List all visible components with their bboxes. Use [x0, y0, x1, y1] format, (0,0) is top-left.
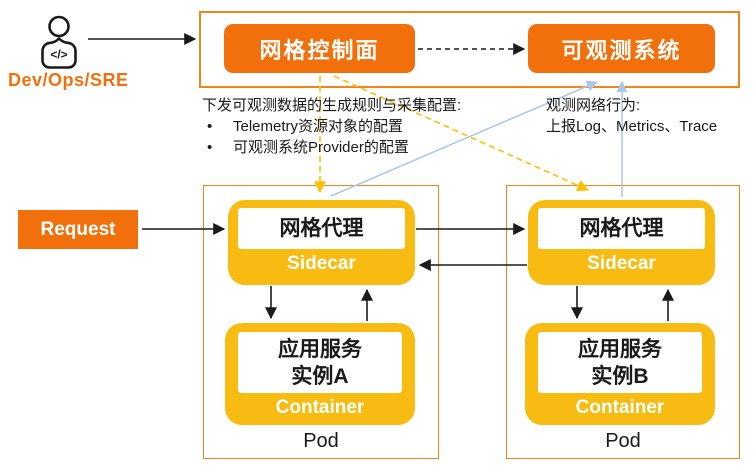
pod-a-sidecar-group: 网格代理 Sidecar	[228, 200, 415, 285]
pod-a-sidecar-label: Sidecar	[287, 253, 356, 274]
config-annotation-item-text: Telemetry资源对象的配置	[233, 118, 404, 135]
pod-a-app-name-line1: 应用服务	[278, 337, 362, 361]
bullet-icon: •	[207, 118, 213, 135]
config-annotation-item: • Telemetry资源对象的配置	[202, 116, 537, 137]
pod-b-sidecar-label: Sidecar	[587, 253, 656, 274]
svg-text:</>: </>	[50, 48, 67, 62]
pod-a-app-name-line2: 实例A	[291, 364, 349, 388]
pod-a-mesh-proxy-node: 网格代理	[238, 208, 405, 249]
observe-annotation: 观测网络行为: 上报Log、Metrics、Trace	[546, 95, 754, 137]
actor-label: Dev/Ops/SRE	[8, 70, 129, 90]
request-node: Request	[18, 210, 138, 249]
pod-b-app-name-line1: 应用服务	[578, 337, 662, 361]
developer-person-icon: </>	[38, 13, 80, 74]
config-annotation-item-text: 可观测系统Provider的配置	[233, 139, 409, 156]
config-annotation-item: • 可观测系统Provider的配置	[202, 137, 537, 158]
bullet-icon: •	[207, 139, 213, 156]
observe-annotation-heading: 观测网络行为:	[546, 97, 641, 114]
pod-a-label: Pod	[303, 430, 339, 452]
pod-a-container-group: 应用服务 实例A Container	[225, 323, 415, 425]
mesh-control-plane-node: 网格控制面	[224, 24, 415, 73]
pod-b-container-label: Container	[575, 397, 665, 418]
pod-b-mesh-proxy-node: 网格代理	[538, 208, 705, 249]
observability-system-node: 可观测系统	[528, 24, 715, 73]
config-annotation: 下发可观测数据的生成规则与采集配置: • Telemetry资源对象的配置 • …	[202, 95, 537, 158]
config-annotation-heading: 下发可观测数据的生成规则与采集配置:	[202, 97, 462, 114]
pod-b-container-group: 应用服务 实例B Container	[525, 323, 715, 425]
observe-annotation-detail: 上报Log、Metrics、Trace	[546, 118, 718, 135]
pod-b-label: Pod	[605, 430, 641, 452]
pod-b-app-name-line2: 实例B	[591, 364, 649, 388]
pod-b-sidecar-group: 网格代理 Sidecar	[528, 200, 715, 285]
pod-a-app-node: 应用服务 实例A	[238, 332, 402, 393]
pod-b-app-node: 应用服务 实例B	[538, 332, 702, 393]
pod-a-container-label: Container	[275, 397, 365, 418]
